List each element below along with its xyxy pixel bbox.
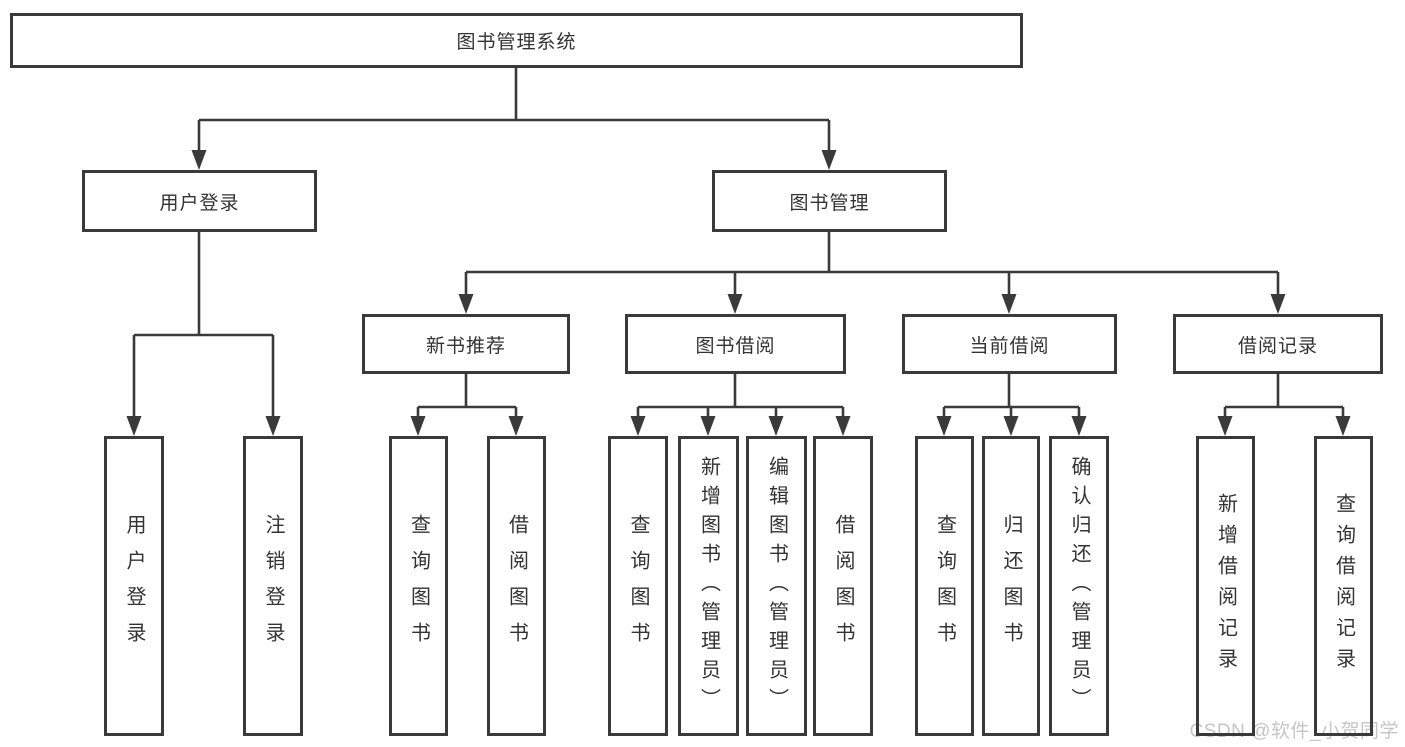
node-new-book-recommend-label: 新书推荐: [425, 335, 506, 357]
leaf-borrow-add-label: 新增图书（管理员）: [697, 455, 720, 717]
node-root: 图书管理系统: [10, 13, 1023, 68]
leaf-record-query: 查询借阅记录: [1314, 436, 1373, 736]
node-current-borrow: 当前借阅: [902, 314, 1117, 374]
node-book-management-label: 图书管理: [789, 192, 870, 214]
leaf-logout: 注销登录: [243, 436, 303, 736]
leaf-borrow-add: 新增图书（管理员）: [678, 436, 739, 736]
node-user-login: 用户登录: [82, 170, 317, 232]
leaf-newbook-borrow-label: 借阅图书: [505, 514, 528, 658]
node-root-label: 图书管理系统: [456, 32, 577, 53]
node-current-borrow-label: 当前借阅: [969, 335, 1050, 357]
leaf-newbook-query-label: 查询图书: [407, 514, 430, 658]
node-borrow-records-label: 借阅记录: [1237, 335, 1318, 357]
leaf-record-query-label: 查询借阅记录: [1332, 493, 1355, 679]
node-book-borrow-label: 图书借阅: [695, 335, 776, 357]
watermark: CSDN @软件_小贺同学: [1189, 721, 1399, 742]
leaf-logout-label: 注销登录: [262, 514, 284, 658]
leaf-borrow-borrow-label: 借阅图书: [832, 514, 854, 658]
leaf-current-query: 查询图书: [915, 436, 974, 736]
leaf-newbook-query: 查询图书: [389, 436, 448, 736]
leaf-borrow-edit: 编辑图书（管理员）: [746, 436, 807, 736]
leaf-user-login-label: 用户登录: [123, 514, 145, 658]
node-new-book-recommend: 新书推荐: [362, 314, 570, 374]
leaf-borrow-query: 查询图书: [608, 436, 668, 736]
leaf-record-add: 新增借阅记录: [1196, 436, 1255, 736]
leaf-current-query-label: 查询图书: [933, 514, 956, 658]
leaf-current-confirm-label: 确认归还（管理员）: [1068, 455, 1090, 717]
leaf-borrow-edit-label: 编辑图书（管理员）: [765, 455, 788, 717]
node-user-login-label: 用户登录: [159, 192, 240, 214]
leaf-borrow-query-label: 查询图书: [627, 514, 649, 658]
node-book-management: 图书管理: [712, 170, 947, 232]
node-borrow-records: 借阅记录: [1173, 314, 1383, 374]
leaf-user-login: 用户登录: [104, 436, 164, 736]
leaf-current-confirm: 确认归还（管理员）: [1049, 436, 1109, 736]
leaf-current-return-label: 归还图书: [1000, 514, 1022, 658]
leaf-borrow-borrow: 借阅图书: [813, 436, 873, 736]
leaf-current-return: 归还图书: [982, 436, 1040, 736]
node-book-borrow: 图书借阅: [625, 314, 846, 374]
leaf-newbook-borrow: 借阅图书: [487, 436, 546, 736]
leaf-record-add-label: 新增借阅记录: [1214, 493, 1237, 679]
